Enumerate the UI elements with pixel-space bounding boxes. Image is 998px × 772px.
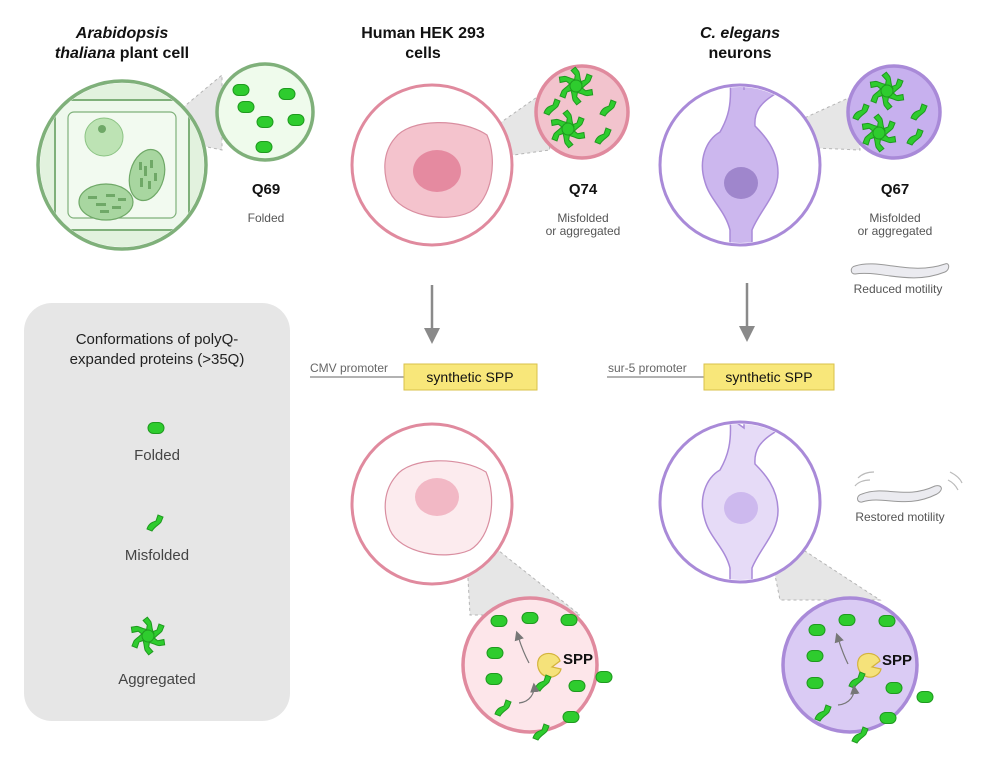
human-state-line2: or aggregated <box>546 224 621 238</box>
plant-zoom-circle <box>215 62 315 162</box>
worm-icon-reduced <box>850 263 950 279</box>
plant-title-line1: Arabidopsis <box>75 25 169 42</box>
human-title-line1: Human HEK 293 <box>361 25 485 42</box>
worm-reduced-motility-label: Reduced motility <box>854 282 943 296</box>
legend-folded-label: Folded <box>134 447 180 464</box>
plant-title-line2: thaliana plant cell <box>55 45 189 62</box>
human-cell-before <box>350 83 551 247</box>
legend-aggregated-label: Aggregated <box>118 671 196 688</box>
human-zoom-circle <box>534 64 630 160</box>
worm-icon-restored <box>854 471 963 503</box>
legend-title-line1: Conformations of polyQ- <box>76 331 239 348</box>
human-q-label: Q74 <box>569 181 598 198</box>
legend-title-line2: expanded proteins (>35Q) <box>70 351 245 368</box>
human-spp-construct-label: synthetic SPP <box>426 369 513 385</box>
human-title-line2: cells <box>405 45 441 62</box>
sur5-promoter-label: sur-5 promoter <box>608 361 687 375</box>
worm-zoom-circle <box>846 64 942 160</box>
cmv-promoter-label: CMV promoter <box>310 361 388 375</box>
human-spp-label: SPP <box>563 651 593 668</box>
plant-state-label: Folded <box>248 211 285 225</box>
human-state-line1: Misfolded <box>557 211 608 225</box>
human-zoom-after <box>461 596 613 741</box>
worm-state-line2: or aggregated <box>858 224 933 238</box>
worm-neuron-after <box>658 420 882 601</box>
worm-restored-motility-label: Restored motility <box>855 510 944 524</box>
legend-misfolded-label: Misfolded <box>125 547 189 564</box>
plant-cell <box>36 73 223 251</box>
plant-q-label: Q69 <box>252 181 280 198</box>
worm-arrowhead <box>739 326 755 342</box>
worm-zoom-after <box>781 596 934 744</box>
legend-folded-icon <box>147 422 165 434</box>
worm-spp-label: SPP <box>882 652 912 669</box>
human-arrowhead <box>424 328 440 344</box>
worm-q-label: Q67 <box>881 181 909 198</box>
worm-state-line1: Misfolded <box>869 211 920 225</box>
worm-title-line2: neurons <box>708 45 771 62</box>
worm-neuron-before <box>658 83 861 247</box>
legend-box: Conformations of polyQ- expanded protein… <box>24 303 290 721</box>
human-spp-construct <box>403 363 538 391</box>
worm-title-line1: C. elegans <box>700 25 780 42</box>
human-cell-after <box>350 422 582 616</box>
worm-spp-construct <box>703 363 835 391</box>
worm-spp-construct-label: synthetic SPP <box>725 369 812 385</box>
